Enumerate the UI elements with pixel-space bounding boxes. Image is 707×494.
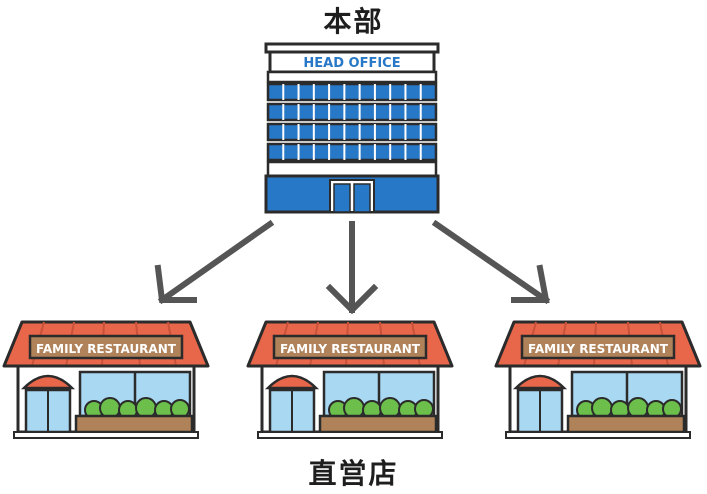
direct-stores-label: 直営店 bbox=[308, 457, 399, 490]
restaurant-3: FAMILY RESTAURANT bbox=[494, 320, 702, 440]
restaurant-sign: FAMILY RESTAURANT bbox=[528, 342, 669, 356]
head-office-sign: HEAD OFFICE bbox=[303, 56, 400, 71]
restaurant-sign: FAMILY RESTAURANT bbox=[280, 342, 421, 356]
restaurant-sign: FAMILY RESTAURANT bbox=[36, 342, 177, 356]
restaurant-2: FAMILY RESTAURANT bbox=[246, 320, 454, 440]
arrow-right bbox=[431, 219, 551, 305]
office-floors bbox=[266, 82, 438, 162]
office-window-band bbox=[266, 82, 438, 102]
arrow-left bbox=[154, 219, 275, 305]
head-office-building bbox=[264, 42, 440, 214]
arrow-center bbox=[325, 221, 379, 315]
office-window-band bbox=[266, 142, 438, 162]
restaurant-1: FAMILY RESTAURANT bbox=[2, 320, 210, 440]
head-office-label: 本部 bbox=[323, 5, 384, 38]
office-window-band bbox=[266, 102, 438, 122]
office-window-band bbox=[266, 122, 438, 142]
